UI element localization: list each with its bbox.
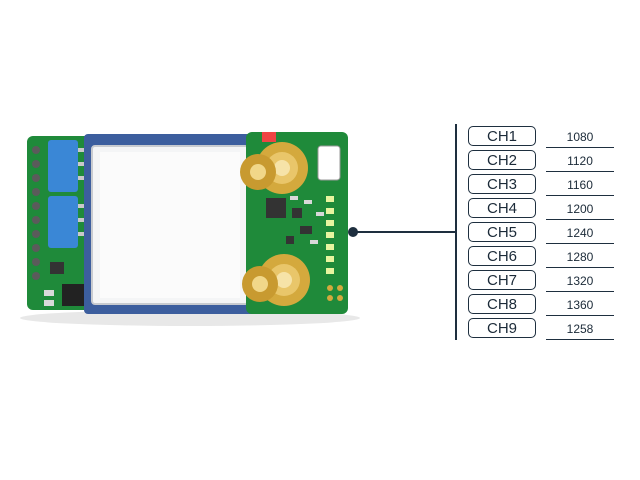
channel-row: CH6 1280 xyxy=(466,246,616,268)
channel-frequency: 1160 xyxy=(546,177,614,196)
led-red xyxy=(262,132,276,142)
led-column xyxy=(326,196,334,274)
left-pin-holes xyxy=(32,146,40,280)
smd-components xyxy=(266,198,312,244)
channel-label: CH6 xyxy=(468,246,536,266)
channel-row: CH8 1360 xyxy=(466,294,616,316)
channel-label: CH8 xyxy=(468,294,536,314)
channel-frequency: 1360 xyxy=(546,297,614,316)
channel-frequency: 1280 xyxy=(546,249,614,268)
channel-row: CH4 1200 xyxy=(466,198,616,220)
channel-frequency: 1240 xyxy=(546,225,614,244)
channel-label: CH3 xyxy=(468,174,536,194)
channel-label: CH5 xyxy=(468,222,536,242)
ic-chip-left xyxy=(62,284,84,306)
channel-label: CH4 xyxy=(468,198,536,218)
connector-white xyxy=(317,145,341,181)
channel-label: CH1 xyxy=(468,126,536,146)
channel-frequency: 1200 xyxy=(546,201,614,220)
channel-label: CH9 xyxy=(468,318,536,338)
channel-row: CH7 1320 xyxy=(466,270,616,292)
channel-row: CH1 1080 xyxy=(466,126,616,148)
channel-row: CH5 1240 xyxy=(466,222,616,244)
channel-row: CH2 1120 xyxy=(466,150,616,172)
channel-label: CH2 xyxy=(468,150,536,170)
channel-frequency: 1080 xyxy=(546,129,614,148)
channel-row: CH9 1258 xyxy=(466,318,616,340)
channel-row: CH3 1160 xyxy=(466,174,616,196)
channel-frequency: 1320 xyxy=(546,273,614,292)
sma-connector-top xyxy=(240,142,308,194)
channel-frequency: 1120 xyxy=(546,153,614,172)
channel-frequency: 1258 xyxy=(546,321,614,340)
sma-connector-bottom xyxy=(242,254,310,306)
channel-label: CH7 xyxy=(468,270,536,290)
ic-chip-small xyxy=(50,262,64,274)
